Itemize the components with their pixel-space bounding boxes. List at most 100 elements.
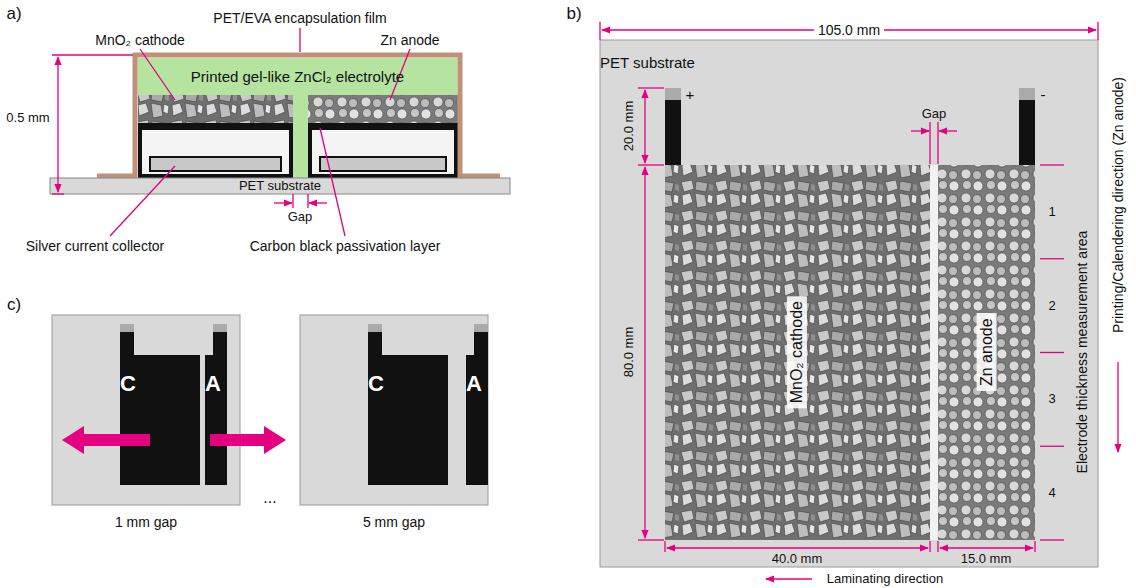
area-label: Electrode thickness measurement area xyxy=(1074,231,1090,474)
dimension-label: 40.0 mm xyxy=(772,552,823,567)
dimension-lines xyxy=(274,202,292,203)
dimension-lines xyxy=(1117,362,1118,452)
carbon-layer xyxy=(308,123,458,178)
gap-variants xyxy=(82,434,150,446)
dimension-lines xyxy=(292,194,293,208)
electrolyte-layer: Printed gel-like ZnCl₂ electrolyte xyxy=(138,58,457,95)
gap-variants xyxy=(213,324,227,332)
carbon-layer xyxy=(312,130,454,174)
top-view xyxy=(665,88,681,100)
gap-variants xyxy=(466,355,488,485)
electrolyte-gap xyxy=(293,95,308,178)
gap-variants xyxy=(52,315,240,505)
dimension-label: 20.0 mm xyxy=(622,101,637,152)
dimension-lines xyxy=(638,87,664,88)
dimension-lines xyxy=(911,130,929,131)
leader-lines xyxy=(320,128,345,236)
dimension-lines xyxy=(1097,22,1098,40)
carbon-layer xyxy=(142,130,289,174)
panel-letter: c) xyxy=(7,295,21,315)
substrate-panel: PET substrateMnO₂ cathodeZn anode xyxy=(600,40,1098,567)
dimension-lines xyxy=(939,130,957,131)
box-text: Zn anode xyxy=(976,314,996,392)
anode-layer xyxy=(308,95,458,123)
box-text: MnO₂ cathode xyxy=(787,296,807,408)
anode-area: Zn anode xyxy=(938,165,1035,540)
part-label: Zn anode xyxy=(380,32,439,48)
silver-collector xyxy=(320,157,446,171)
terminal-sign: + xyxy=(686,86,695,103)
substrate-layer: PET substrate xyxy=(50,178,510,194)
callout-number: 4 xyxy=(1048,486,1055,501)
carbon-layer xyxy=(138,123,293,178)
cross-section xyxy=(50,55,510,194)
dimension-lines xyxy=(52,54,133,55)
dimension-label: 105.0 mm xyxy=(814,22,884,38)
dimension-lines xyxy=(940,547,1033,548)
dimension-lines xyxy=(52,193,64,194)
dimension-lines xyxy=(600,22,1118,579)
direction-label: Laminating direction xyxy=(827,572,943,587)
leader-lines xyxy=(110,166,175,236)
top-view xyxy=(600,40,1098,567)
panel-letter: a) xyxy=(6,4,21,24)
direction-label: Printing/Calendering direction (Zn anode… xyxy=(1110,77,1126,333)
ellipsis: ... xyxy=(263,489,276,507)
dimension-label: Gap xyxy=(922,107,947,122)
dimension-lines xyxy=(1040,164,1064,165)
electrolyte-gel xyxy=(138,58,458,95)
cathode-layer xyxy=(138,95,293,123)
top-view xyxy=(1019,88,1035,100)
dimension-lines xyxy=(1034,541,1035,552)
dimension-lines xyxy=(937,122,938,164)
dimension-label: 15.0 mm xyxy=(961,552,1012,567)
box-text: A xyxy=(205,371,221,396)
dimension-lines xyxy=(929,541,930,552)
dimension-lines xyxy=(1040,446,1064,447)
encapsulation-film xyxy=(97,55,500,176)
leader-lines xyxy=(299,28,300,52)
dimension-lines xyxy=(57,57,58,192)
part-label: Carbon black passivation layer xyxy=(250,238,441,254)
box-text: C xyxy=(368,371,384,396)
dimension-lines xyxy=(937,541,938,552)
top-view xyxy=(930,165,938,540)
callout-number: 3 xyxy=(1048,392,1055,407)
top-view xyxy=(600,40,1098,567)
anode-box: A xyxy=(466,355,488,485)
gap-variants xyxy=(120,355,200,485)
box-text: Printed gel-like ZnCl₂ electrolyte xyxy=(191,68,404,85)
variant-label: 1 mm gap xyxy=(115,514,177,530)
silver-collector xyxy=(150,157,281,171)
dimension-lines xyxy=(929,122,930,164)
dimension-label: 80.0 mm xyxy=(622,327,637,378)
leader-lines xyxy=(110,28,410,236)
gap-variants xyxy=(368,324,382,332)
gap-variants xyxy=(210,434,266,446)
dimension-lines xyxy=(599,22,600,40)
top-view xyxy=(938,165,1035,540)
part-label: PET/EVA encapsulation film xyxy=(213,10,386,26)
dimension-lines xyxy=(664,541,665,552)
panel-letter: b) xyxy=(566,4,581,24)
dimension-label: Gap xyxy=(288,210,313,225)
dimension-lines xyxy=(309,202,327,203)
callout-number: 2 xyxy=(1048,299,1055,314)
top-view xyxy=(665,88,681,165)
dimension-label: 0.5 mm xyxy=(6,111,49,126)
leader-lines xyxy=(140,49,175,100)
dimension-lines xyxy=(1040,539,1064,540)
gap-variants xyxy=(264,426,286,454)
pet-substrate xyxy=(50,178,510,194)
gap-variants xyxy=(368,355,448,485)
variant-label: 5 mm gap xyxy=(363,514,425,530)
dimension-lines xyxy=(307,194,308,208)
dimension-lines xyxy=(638,164,664,165)
box-text: PET substrate xyxy=(239,179,321,194)
cathode-box: C xyxy=(120,355,200,485)
top-view xyxy=(665,165,930,540)
part-label: MnO₂ cathode xyxy=(95,32,184,48)
dimension-lines xyxy=(644,167,645,538)
